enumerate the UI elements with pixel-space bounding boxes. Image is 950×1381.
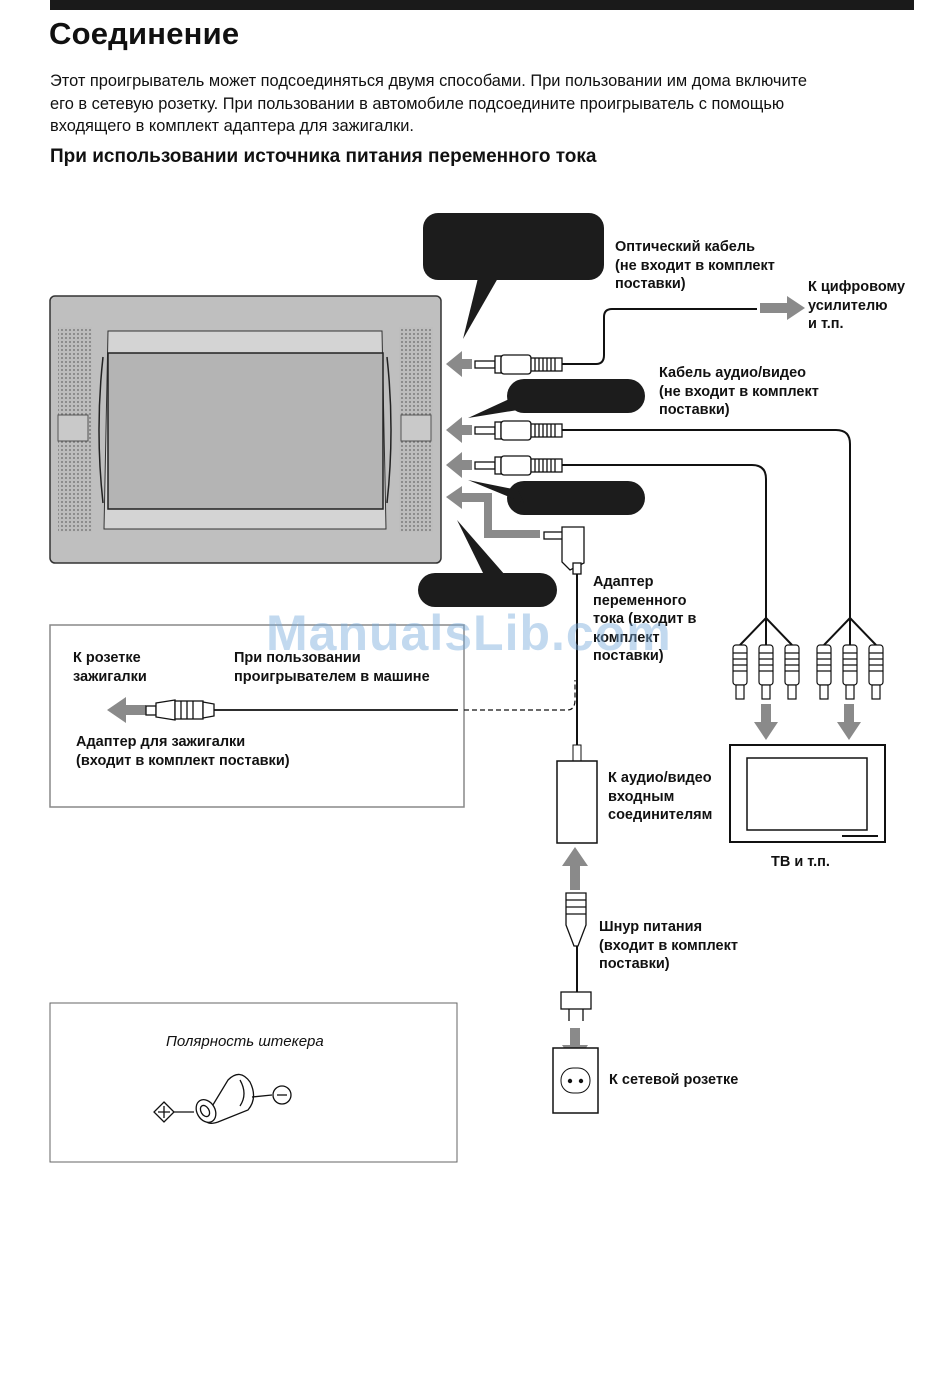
intro-line: входящего в комплект адаптера для зажига… bbox=[50, 117, 414, 135]
tv-label: ТВ и т.п. bbox=[771, 854, 830, 870]
page-title: Соединение bbox=[49, 16, 240, 51]
input-arrows bbox=[107, 296, 861, 1064]
intro-line: Этот проигрыватель может подсоединяться … bbox=[50, 72, 808, 90]
label-line: (входит в комплект поставки) bbox=[76, 752, 290, 769]
car-adapter-box bbox=[49, 624, 465, 808]
label-line: поставки) bbox=[615, 276, 686, 292]
av-plugs bbox=[474, 354, 585, 575]
label-line: поставки) bbox=[659, 402, 730, 418]
in-car-label: При пользовании проигрывателем в машине bbox=[234, 649, 430, 686]
cables bbox=[214, 308, 877, 992]
digital-amp-label: К цифровому усилителю и т.п. bbox=[808, 278, 905, 334]
label-line: переменного bbox=[593, 592, 687, 609]
label-line: поставки) bbox=[593, 648, 664, 664]
label-line: проигрывателем в машине bbox=[234, 668, 430, 685]
player-device bbox=[49, 295, 442, 564]
optical-cable-label: Оптический кабель (не входит в комплект … bbox=[615, 238, 775, 294]
power-cord-plug bbox=[560, 892, 592, 1021]
label-line: соединителям bbox=[608, 807, 713, 823]
intro-paragraph: Этот проигрыватель может подсоединяться … bbox=[50, 70, 910, 138]
label-line: Адаптер bbox=[593, 574, 654, 590]
ac-adapter-label: Адаптер переменного тока (входит в компл… bbox=[593, 573, 696, 666]
cigarette-socket-label: К розетке зажигалки bbox=[73, 649, 147, 686]
section-subtitle: При использовании источника питания пере… bbox=[50, 146, 597, 167]
label-line: Оптический кабель bbox=[615, 239, 755, 255]
label-line: (не входит в комплект bbox=[659, 383, 819, 400]
car-adapter-label: Адаптер для зажигалки (входит в комплект… bbox=[76, 733, 290, 770]
label-line: При пользовании bbox=[234, 650, 361, 666]
ac-adapter-brick bbox=[556, 744, 598, 844]
label-line: Кабель аудио/видео bbox=[659, 365, 806, 381]
av-plug-1 bbox=[474, 420, 563, 441]
label-line: (не входит в комплект bbox=[615, 257, 775, 274]
callout-bubbles bbox=[418, 213, 645, 607]
polarity-box bbox=[49, 1002, 458, 1163]
label-line: (входит в комплект bbox=[599, 937, 738, 954]
polarity-label: Полярность штекера bbox=[166, 1033, 324, 1050]
header-bar bbox=[50, 0, 914, 10]
label-line: и т.п. bbox=[808, 316, 844, 332]
dc-plug bbox=[543, 526, 585, 575]
power-cord-label: Шнур питания (входит в комплект поставки… bbox=[599, 918, 738, 974]
optical-plug bbox=[474, 354, 563, 375]
watermark: ManualsLib.com bbox=[266, 605, 672, 661]
label-line: К аудио/видео bbox=[608, 770, 712, 786]
tv-device bbox=[729, 744, 886, 843]
intro-line: его в сетевую розетку. При пользовании в… bbox=[50, 94, 785, 113]
label-line: Адаптер для зажигалки bbox=[76, 734, 246, 750]
label-line: усилителю bbox=[808, 297, 888, 314]
label-line: тока (входит в bbox=[593, 611, 697, 627]
car-dashed-link bbox=[464, 680, 576, 711]
label-line: К цифровому bbox=[808, 279, 906, 295]
label-line: входным bbox=[608, 788, 675, 805]
polarity-symbol bbox=[153, 1073, 292, 1124]
car-cigarette-adapter bbox=[145, 699, 215, 721]
rca-plugs bbox=[732, 644, 884, 700]
av-plug-2 bbox=[474, 455, 563, 476]
wall-outlet-label: К сетевой розетке bbox=[609, 1072, 739, 1088]
av-cable-label: Кабель аудио/видео (не входит в комплект… bbox=[659, 364, 819, 420]
label-line: зажигалки bbox=[73, 668, 147, 685]
av-inputs-label: К аудио/видео входным соединителям bbox=[608, 769, 712, 825]
label-line: Шнур питания bbox=[599, 919, 703, 935]
label-line: комплект bbox=[593, 629, 660, 646]
wall-outlet bbox=[552, 1047, 599, 1114]
label-line: К розетке bbox=[73, 650, 141, 666]
label-line: поставки) bbox=[599, 956, 670, 972]
